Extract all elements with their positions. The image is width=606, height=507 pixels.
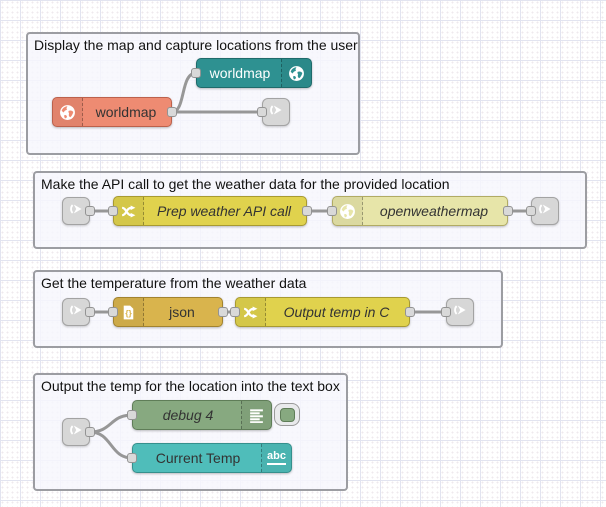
- input-port[interactable]: [127, 410, 137, 420]
- output-port[interactable]: [218, 307, 228, 317]
- json-file-icon: {}: [114, 298, 144, 326]
- group-title: Output the temp for the location into th…: [41, 378, 340, 394]
- link-icon: [451, 301, 469, 324]
- link-icon: [536, 200, 554, 223]
- link-icon: [267, 101, 285, 124]
- node-prep-weather-api-call[interactable]: Prep weather API call: [113, 196, 307, 226]
- output-port[interactable]: [302, 206, 312, 216]
- group-title: Display the map and capture locations fr…: [34, 37, 358, 53]
- output-port[interactable]: [405, 307, 415, 317]
- input-port[interactable]: [108, 206, 118, 216]
- node-worldmap-display[interactable]: worldmap: [196, 58, 312, 88]
- output-port[interactable]: [85, 307, 95, 317]
- node-debug-4[interactable]: debug 4: [132, 400, 272, 430]
- input-port[interactable]: [257, 107, 267, 117]
- wire[interactable]: [88, 430, 134, 460]
- input-port[interactable]: [526, 206, 536, 216]
- node-label: Current Temp: [155, 450, 241, 466]
- globe-icon: [53, 98, 83, 126]
- node-json[interactable]: {} json: [113, 297, 223, 327]
- node-output-temp-in-c[interactable]: Output temp in C: [235, 297, 410, 327]
- change-shuffle-icon: [114, 197, 144, 225]
- debug-toggle-button[interactable]: [274, 403, 300, 426]
- input-port[interactable]: [441, 307, 451, 317]
- group-title: Get the temperature from the weather dat…: [41, 275, 307, 291]
- node-link-in[interactable]: [62, 197, 90, 225]
- globe-icon: [281, 59, 311, 87]
- output-port[interactable]: [85, 427, 95, 437]
- node-label: json: [169, 304, 195, 320]
- output-port[interactable]: [85, 206, 95, 216]
- wire[interactable]: [170, 71, 198, 114]
- link-icon: [67, 421, 85, 444]
- wire[interactable]: [88, 413, 134, 434]
- node-openweathermap[interactable]: openweathermap: [332, 196, 508, 226]
- link-icon: [67, 200, 85, 223]
- node-current-temp[interactable]: Current Temp abc: [132, 443, 292, 473]
- group-output[interactable]: Output the temp for the location into th…: [33, 373, 348, 491]
- input-port[interactable]: [191, 68, 201, 78]
- abc-glyph-text: abc: [267, 451, 286, 465]
- node-label: worldmap: [209, 65, 271, 81]
- link-icon: [67, 301, 85, 324]
- group-title: Make the API call to get the weather dat…: [41, 176, 450, 192]
- input-port[interactable]: [127, 453, 137, 463]
- node-label: debug 4: [162, 407, 214, 423]
- console-lines-icon: [241, 401, 271, 429]
- output-port[interactable]: [167, 107, 177, 117]
- input-port[interactable]: [108, 307, 118, 317]
- input-port[interactable]: [230, 307, 240, 317]
- abc-text-icon: abc: [261, 444, 291, 472]
- globe-icon: [333, 197, 363, 225]
- node-label: worldmap: [95, 104, 157, 120]
- node-label: Output temp in C: [283, 304, 390, 320]
- node-worldmap-events[interactable]: worldmap: [52, 97, 172, 127]
- node-label: openweathermap: [379, 203, 489, 219]
- node-label: Prep weather API call: [156, 203, 292, 219]
- debug-toggle-indicator: [279, 407, 295, 422]
- output-port[interactable]: [503, 206, 513, 216]
- change-shuffle-icon: [236, 298, 266, 326]
- svg-text:{}: {}: [125, 308, 132, 318]
- group-map-display[interactable]: Display the map and capture locations fr…: [26, 32, 360, 155]
- input-port[interactable]: [327, 206, 337, 216]
